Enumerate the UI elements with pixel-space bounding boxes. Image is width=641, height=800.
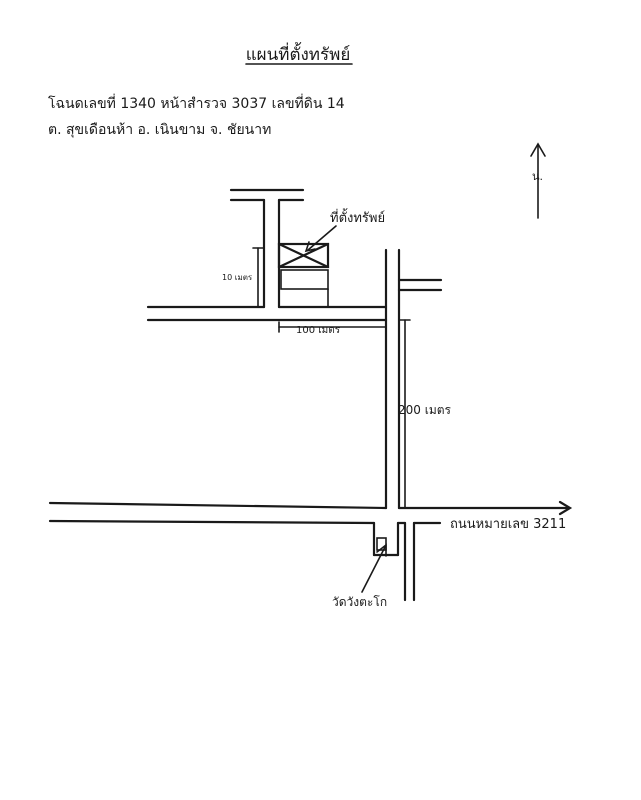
vertical-road [384, 248, 443, 510]
location-info-line: ต. สุขเดือนห้า อ. เนินขาม จ. ชัยนาท [48, 122, 271, 138]
property-pointer [307, 225, 337, 251]
dimension-200m-label: 200 เมตร [398, 403, 452, 417]
property-label: ที่ตั้งทรัพย์ [330, 208, 385, 226]
highway-label: ถนนหมายเลข 3211 [450, 517, 566, 532]
north-arrow-icon [530, 142, 546, 219]
temple-label: วัดวังตะโก [332, 595, 387, 609]
temple-pointer-head [376, 543, 387, 557]
temple-pointer [361, 546, 386, 593]
property-pointer-head [304, 241, 316, 253]
dimension-10m-label: 10 เมตร [222, 273, 253, 282]
dimension-100m-label: 100 เมตร [296, 325, 341, 336]
property-plot [277, 242, 330, 308]
dimension-10m [252, 247, 264, 308]
north-label: น. [532, 170, 543, 183]
map-title: แผนที่ตั้งทรัพย์ [246, 42, 351, 65]
access-lane [229, 188, 305, 309]
middle-road [146, 305, 388, 322]
deed-info-line: โฉนดเลขที่ 1340 หน้าสำรวจ 3037 เลขที่ดิน… [48, 94, 345, 112]
